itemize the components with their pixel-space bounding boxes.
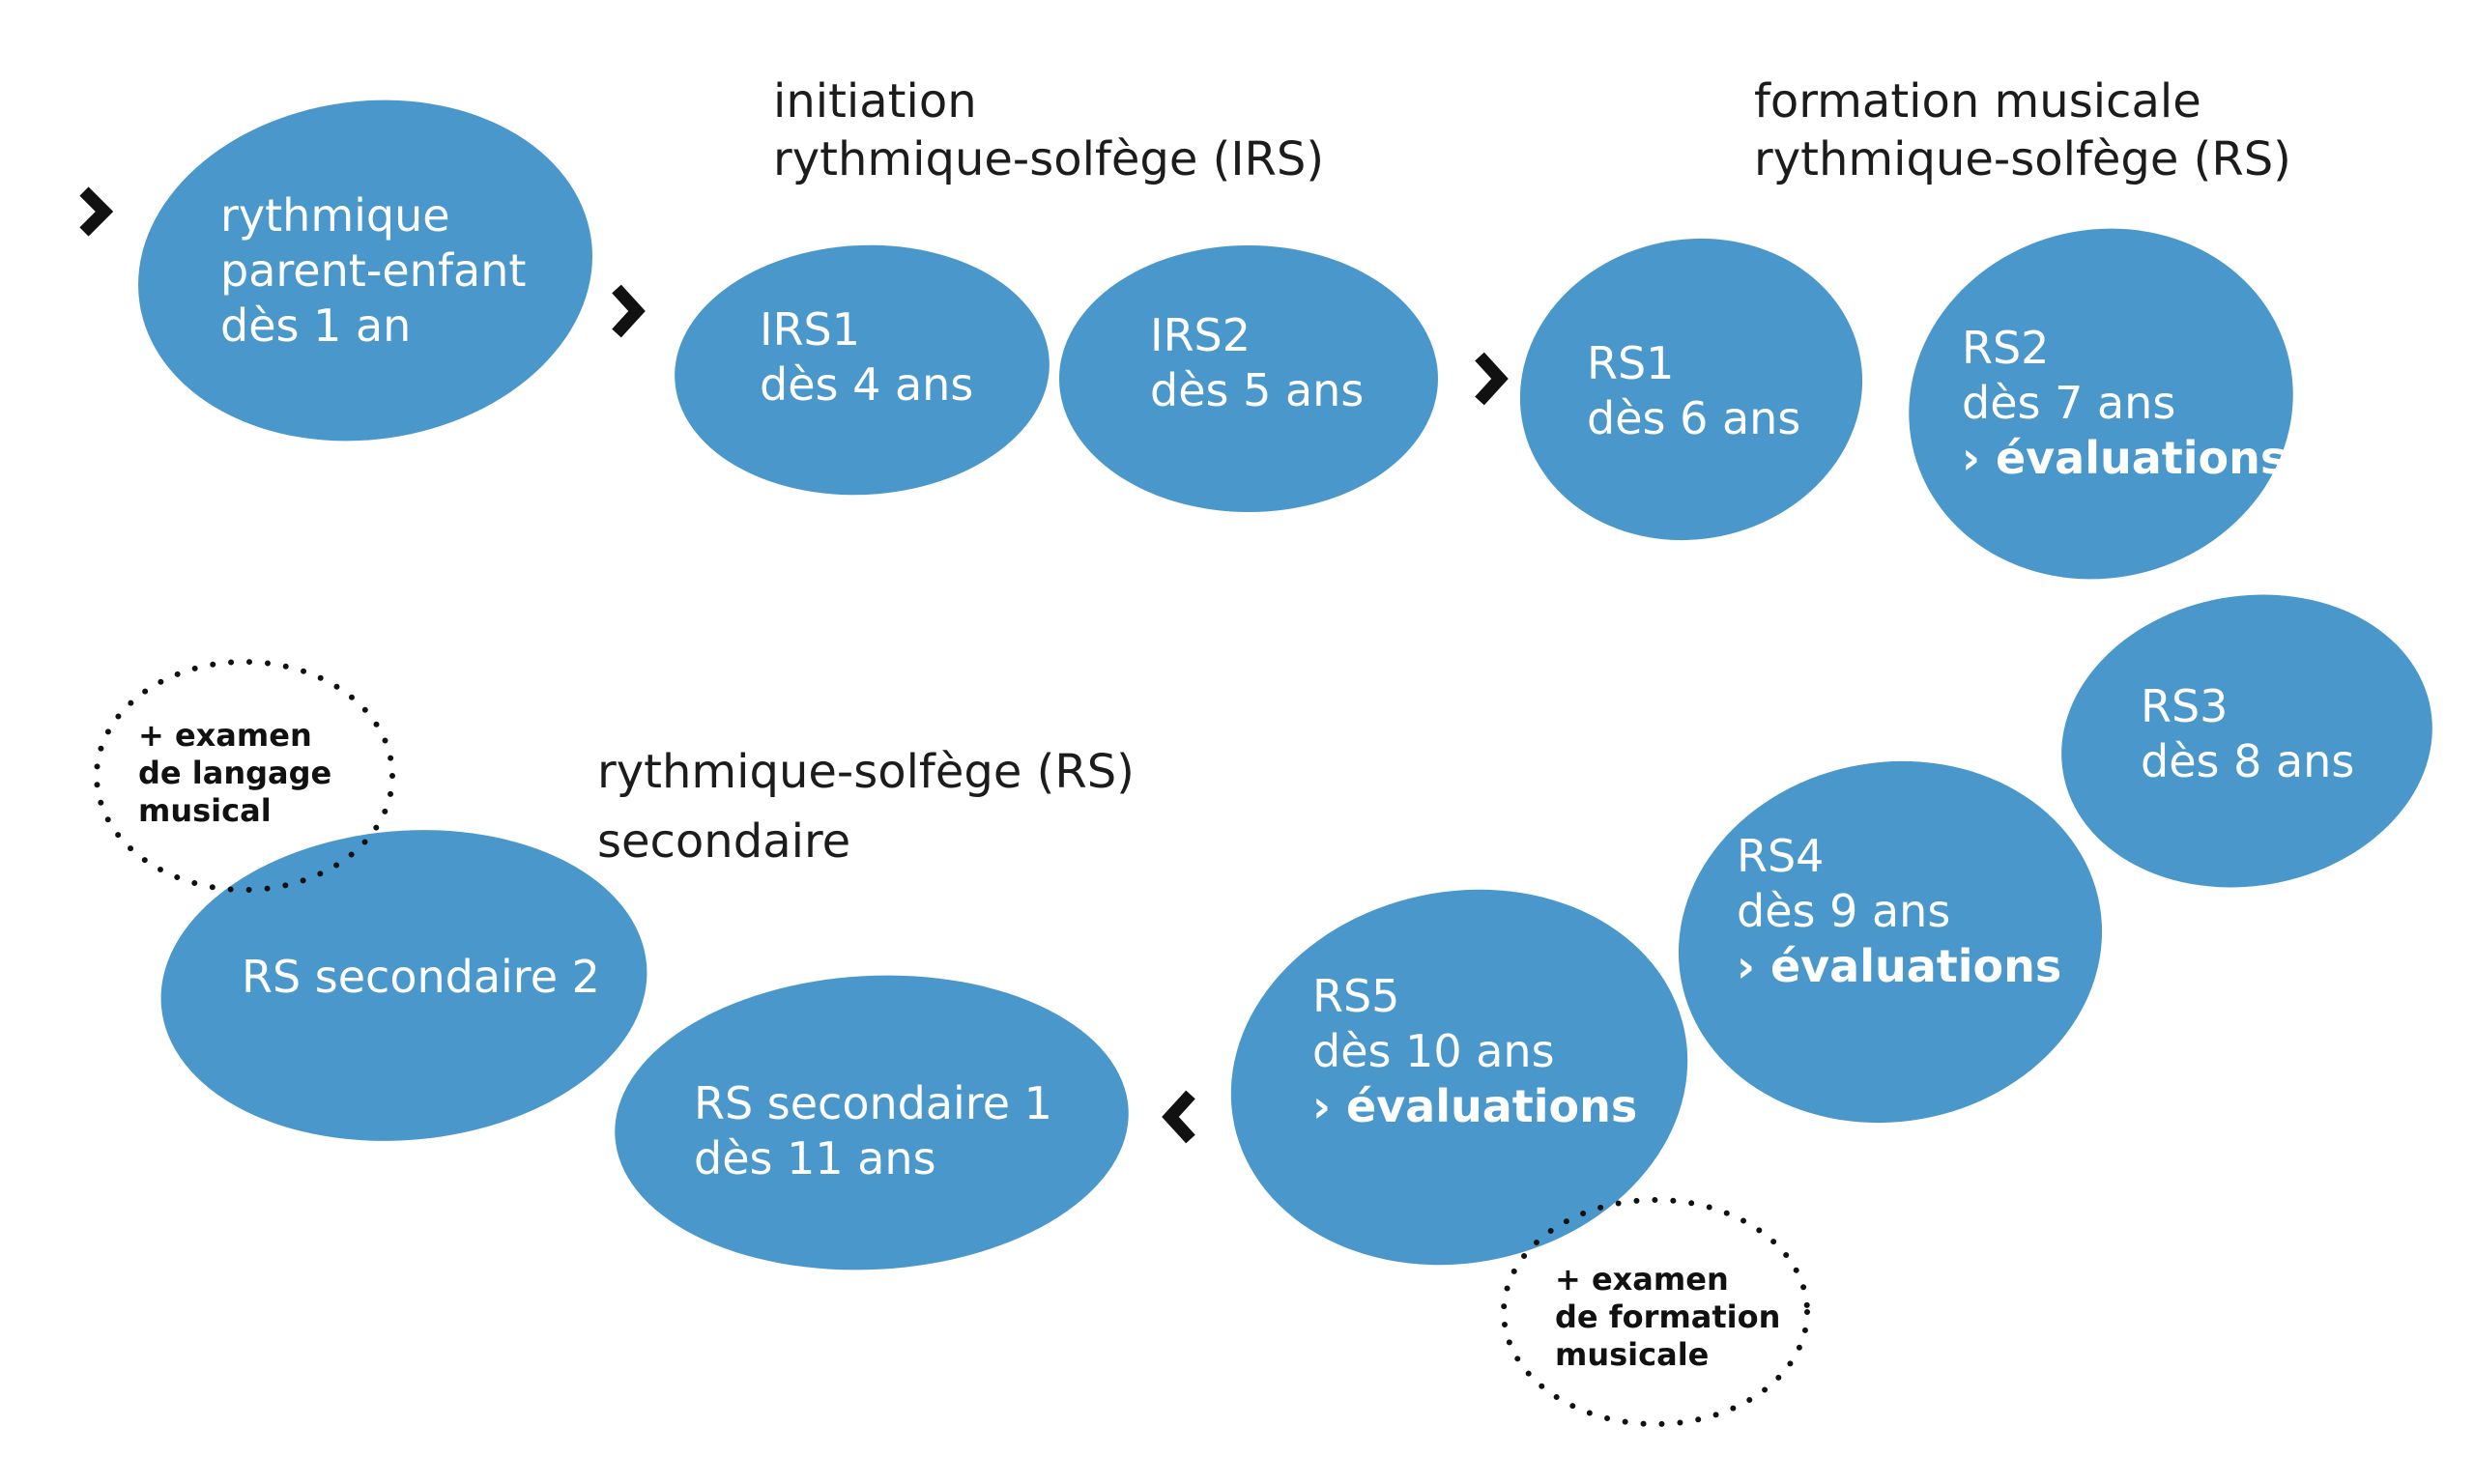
step-age: dès 10 ans: [1312, 1025, 1555, 1077]
step-label: parent-enfant: [220, 244, 527, 297]
step-age: dès 5 ans: [1150, 364, 1365, 416]
exam-line: musical: [138, 792, 272, 829]
step-rs1: RS1 dès 6 ans: [1587, 336, 1800, 446]
chevron-right-icon: [1475, 352, 1509, 406]
exam-langage-note: + examen de langage musical: [138, 717, 331, 830]
step-age: dès 6 ans: [1587, 392, 1801, 444]
step-label: rythmique: [220, 189, 450, 242]
step-parent-enfant: rythmique parent-enfant dès 1 an: [220, 188, 526, 354]
step-label: RS5: [1312, 970, 1400, 1022]
exam-line: + examen: [1555, 1261, 1729, 1298]
step-age: dès 1 an: [220, 300, 412, 352]
step-label: RS secondaire 1: [694, 1077, 1052, 1129]
heading-rs-line2: rythmique-solfège (RS): [1754, 132, 2291, 186]
chevron-right-icon: [79, 186, 114, 237]
blob-rs5[interactable]: [1195, 848, 1722, 1307]
heading-rs-secondaire-line2: secondaire: [597, 814, 851, 869]
blob-rs2[interactable]: [1869, 186, 2333, 621]
exam-line: de langage: [138, 755, 332, 791]
chevron-left-icon: [1162, 1090, 1195, 1144]
step-age: dès 8 ans: [2141, 735, 2355, 787]
step-label: IRS1: [760, 303, 860, 356]
blob-rs4[interactable]: [1650, 728, 2131, 1156]
step-rs-secondaire-1: RS secondaire 1 dès 11 ans: [694, 1076, 1052, 1186]
step-label: RS4: [1737, 830, 1825, 882]
step-age: dès 9 ans: [1737, 885, 1951, 937]
step-rs3: RS3 dès 8 ans: [2141, 679, 2354, 789]
step-rs2: RS2 dès 7 ans › évaluations: [1962, 321, 2287, 486]
heading-rs-secondaire: rythmique-solfège (RS) secondaire: [597, 737, 1135, 876]
heading-rs: formation musicale rythmique-solfège (RS…: [1754, 72, 2291, 188]
blob-rs3[interactable]: [2038, 566, 2456, 916]
heading-irs-line2: rythmique-solfège (IRS): [773, 132, 1325, 186]
step-irs1: IRS1 dès 4 ans: [760, 302, 973, 413]
heading-irs: initiation rythmique-solfège (IRS): [773, 72, 1324, 188]
heading-rs-line1: formation musicale: [1754, 74, 2201, 128]
step-evaluations: › évaluations: [1312, 1080, 1638, 1132]
blob-irs2[interactable]: [1059, 245, 1438, 512]
exam-langage-circle: [94, 659, 395, 893]
blob-rs-secondaire-2[interactable]: [148, 811, 660, 1161]
blob-rs-secondaire-1[interactable]: [607, 962, 1136, 1282]
step-label: RS secondaire 2: [242, 951, 600, 1003]
step-label: RS2: [1962, 322, 2050, 374]
step-evaluations: › évaluations: [1962, 432, 2287, 484]
step-age: dès 11 ans: [694, 1132, 936, 1184]
chevron-right-icon: [612, 284, 646, 338]
step-age: dès 7 ans: [1962, 377, 2176, 429]
step-rs4: RS4 dès 9 ans › évaluations: [1737, 829, 2061, 994]
heading-rs-secondaire-line1: rythmique-solfège (RS): [597, 745, 1135, 799]
exam-line: musicale: [1555, 1336, 1710, 1373]
step-age: dès 4 ans: [760, 358, 974, 411]
exam-line: de formation: [1555, 1298, 1781, 1335]
blob-parent-enfant[interactable]: [116, 71, 615, 470]
exam-formation-note: + examen de formation musicale: [1555, 1261, 1780, 1374]
step-irs2: IRS2 dès 5 ans: [1150, 308, 1364, 418]
blob-rs1[interactable]: [1492, 207, 1891, 571]
heading-irs-line1: initiation: [773, 74, 977, 128]
exam-line: + examen: [138, 717, 312, 754]
exam-formation-circle: [1501, 1197, 1810, 1427]
step-label: RS3: [2141, 680, 2229, 732]
step-rs-secondaire-2: RS secondaire 2: [242, 950, 600, 1005]
step-label: RS1: [1587, 337, 1675, 389]
blob-irs1[interactable]: [669, 236, 1056, 504]
step-rs5: RS5 dès 10 ans › évaluations: [1312, 969, 1637, 1134]
step-label: IRS2: [1150, 309, 1251, 361]
step-evaluations: › évaluations: [1737, 940, 2062, 992]
